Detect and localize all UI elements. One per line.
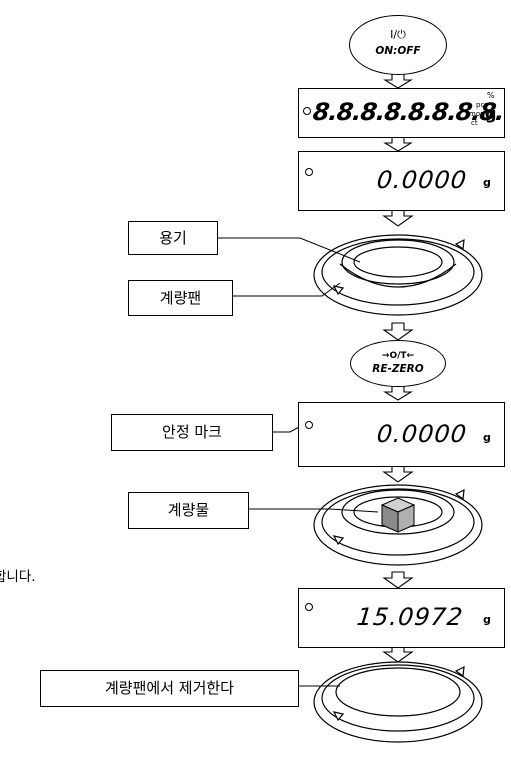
unit-g: g <box>485 104 497 123</box>
display-stable-unit: g <box>483 431 491 444</box>
unit-ct: ct <box>471 119 478 127</box>
display-initial: 0.0000 g <box>298 151 505 211</box>
container-leader <box>217 237 361 263</box>
display-weighed-value: 15.0972 <box>355 603 465 631</box>
stable-mark-leader <box>272 425 302 433</box>
callout-sample: 계량물 <box>128 492 249 529</box>
side-note-text: 합니다. <box>0 569 36 585</box>
sample-leader <box>248 508 379 513</box>
stable-indicator <box>305 168 313 176</box>
tare-icon: →O/T← <box>381 351 415 361</box>
down-arrow-1 <box>383 73 413 89</box>
on-off-key[interactable]: I/⏻ ON:OFF <box>349 15 447 75</box>
pan-leader-1 <box>232 282 341 297</box>
down-arrow-4 <box>382 322 414 341</box>
re-zero-label: RE-ZERO <box>372 363 424 375</box>
power-icon: I/⏻ <box>390 28 406 41</box>
display-initial-value: 0.0000 <box>375 166 469 194</box>
stable-indicator <box>303 107 311 115</box>
callout-container: 용기 <box>128 221 218 255</box>
display-initial-unit: g <box>483 176 491 189</box>
display-weighed: 15.0972 g <box>298 588 505 648</box>
weighing-pan-with-container <box>313 234 483 316</box>
re-zero-key[interactable]: →O/T← RE-ZERO <box>350 340 446 387</box>
sample-cube <box>380 497 416 533</box>
down-arrow-8 <box>382 645 414 663</box>
down-arrow-5 <box>383 384 413 401</box>
down-arrow-3 <box>382 209 414 227</box>
unit-mom: mom <box>469 110 487 118</box>
stable-indicator <box>305 421 313 429</box>
callout-weighing-pan: 계량팬 <box>128 280 233 316</box>
display-weighed-unit: g <box>483 613 491 626</box>
callout-remove-from-pan: 계량팬에서 제거한다 <box>40 670 299 707</box>
display-segment-test: 8.8.8.8.8.8.8.8. % pcs mom ct g <box>298 88 505 138</box>
empty-weighing-pan <box>313 661 483 743</box>
down-arrow-2 <box>383 136 413 152</box>
callout-stable-mark: 안정 마크 <box>111 414 273 451</box>
unit-pcs: pcs <box>476 101 488 109</box>
down-arrow-6 <box>382 465 414 483</box>
unit-percent: % <box>487 91 495 100</box>
down-arrow-7 <box>382 571 414 589</box>
display-stable: 0.0000 g <box>298 402 505 467</box>
on-off-label: ON:OFF <box>375 45 421 57</box>
stable-indicator <box>305 603 313 611</box>
display-stable-value: 0.0000 <box>375 420 469 448</box>
